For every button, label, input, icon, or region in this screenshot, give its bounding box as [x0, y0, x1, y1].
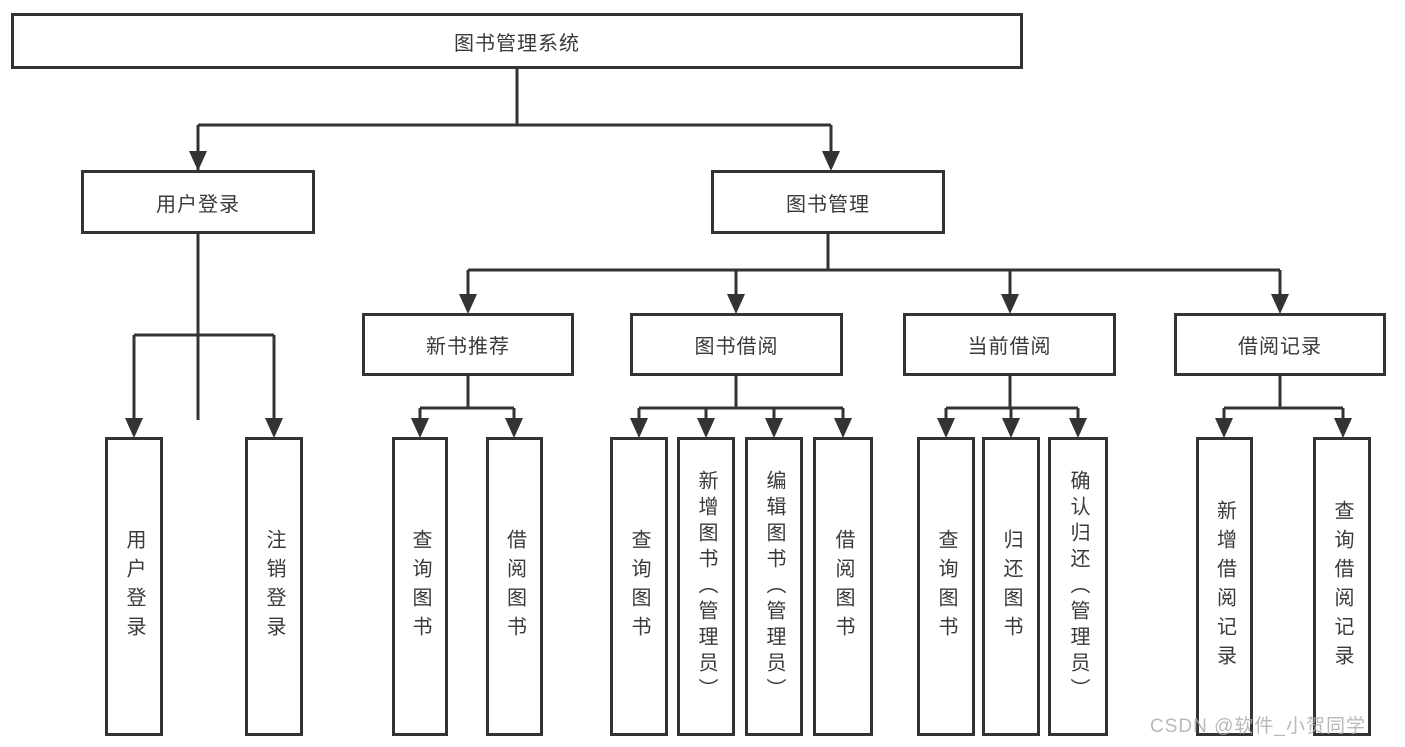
leaf-record-query-record: 查询借阅记录: [1313, 437, 1371, 736]
connector-recommend-to-leaves: [418, 376, 516, 421]
leaf-borrow-add-book: 新增图书（管理员）: [677, 437, 735, 736]
node-user-login-label: 用户登录: [156, 193, 240, 216]
node-book-borrow: 图书借阅: [630, 313, 843, 376]
leaf-borrow-add-book-label: 新增图书（管理员）: [695, 469, 717, 704]
node-new-book-recommend-label: 新书推荐: [426, 336, 510, 358]
csdn-watermark: CSDN @软件_小贺同学: [1150, 716, 1366, 737]
leaf-user-login: 用户登录: [105, 437, 163, 736]
node-book-management: 图书管理: [711, 170, 945, 234]
connector-current-to-leaves: [944, 376, 1080, 421]
connector-borrow-to-leaves: [637, 376, 845, 421]
leaf-borrow-edit-book: 编辑图书（管理员）: [745, 437, 803, 736]
leaf-recommend-borrow-book: 借阅图书: [486, 437, 543, 736]
node-book-borrow-label: 图书借阅: [694, 336, 779, 358]
connector-records-to-leaves: [1222, 376, 1345, 421]
leaf-borrow-query-book: 查询图书: [610, 437, 668, 736]
leaf-record-add-record-label: 新增借阅记录: [1213, 499, 1236, 674]
connector-bookmgmt-to-level3: [466, 234, 1282, 296]
leaf-recommend-query-book: 查询图书: [392, 437, 448, 736]
leaf-logout-label: 注销登录: [263, 528, 285, 645]
node-root: 图书管理系统: [11, 13, 1023, 69]
leaf-current-confirm-return: 确认归还（管理员）: [1048, 437, 1108, 736]
leaf-current-query-book: 查询图书: [917, 437, 975, 736]
leaf-user-login-label: 用户登录: [123, 528, 145, 645]
leaf-borrow-borrow-book: 借阅图书: [813, 437, 873, 736]
leaf-current-return-book-label: 归还图书: [1000, 528, 1022, 645]
leaf-borrow-edit-book-label: 编辑图书（管理员）: [763, 469, 785, 704]
leaf-logout: 注销登录: [245, 437, 303, 736]
node-current-borrow-label: 当前借阅: [967, 336, 1052, 358]
connector-userlogin-to-leaves: [132, 234, 276, 420]
leaf-current-confirm-return-label: 确认归还（管理员）: [1067, 469, 1089, 704]
node-current-borrow: 当前借阅: [903, 313, 1116, 376]
leaf-recommend-query-book-label: 查询图书: [409, 528, 431, 645]
leaf-borrow-query-book-label: 查询图书: [628, 528, 650, 645]
node-borrow-records-label: 借阅记录: [1238, 336, 1322, 358]
leaf-borrow-borrow-book-label: 借阅图书: [832, 528, 854, 645]
node-root-label: 图书管理系统: [454, 32, 580, 55]
leaf-record-query-record-label: 查询借阅记录: [1331, 499, 1353, 674]
leaf-current-query-book-label: 查询图书: [935, 528, 957, 645]
leaf-recommend-borrow-book-label: 借阅图书: [503, 528, 526, 645]
node-user-login: 用户登录: [81, 170, 315, 234]
node-borrow-records: 借阅记录: [1174, 313, 1386, 376]
node-book-management-label: 图书管理: [786, 193, 870, 216]
node-new-book-recommend: 新书推荐: [362, 313, 574, 376]
leaf-current-return-book: 归还图书: [982, 437, 1040, 736]
leaf-record-add-record: 新增借阅记录: [1196, 437, 1253, 736]
